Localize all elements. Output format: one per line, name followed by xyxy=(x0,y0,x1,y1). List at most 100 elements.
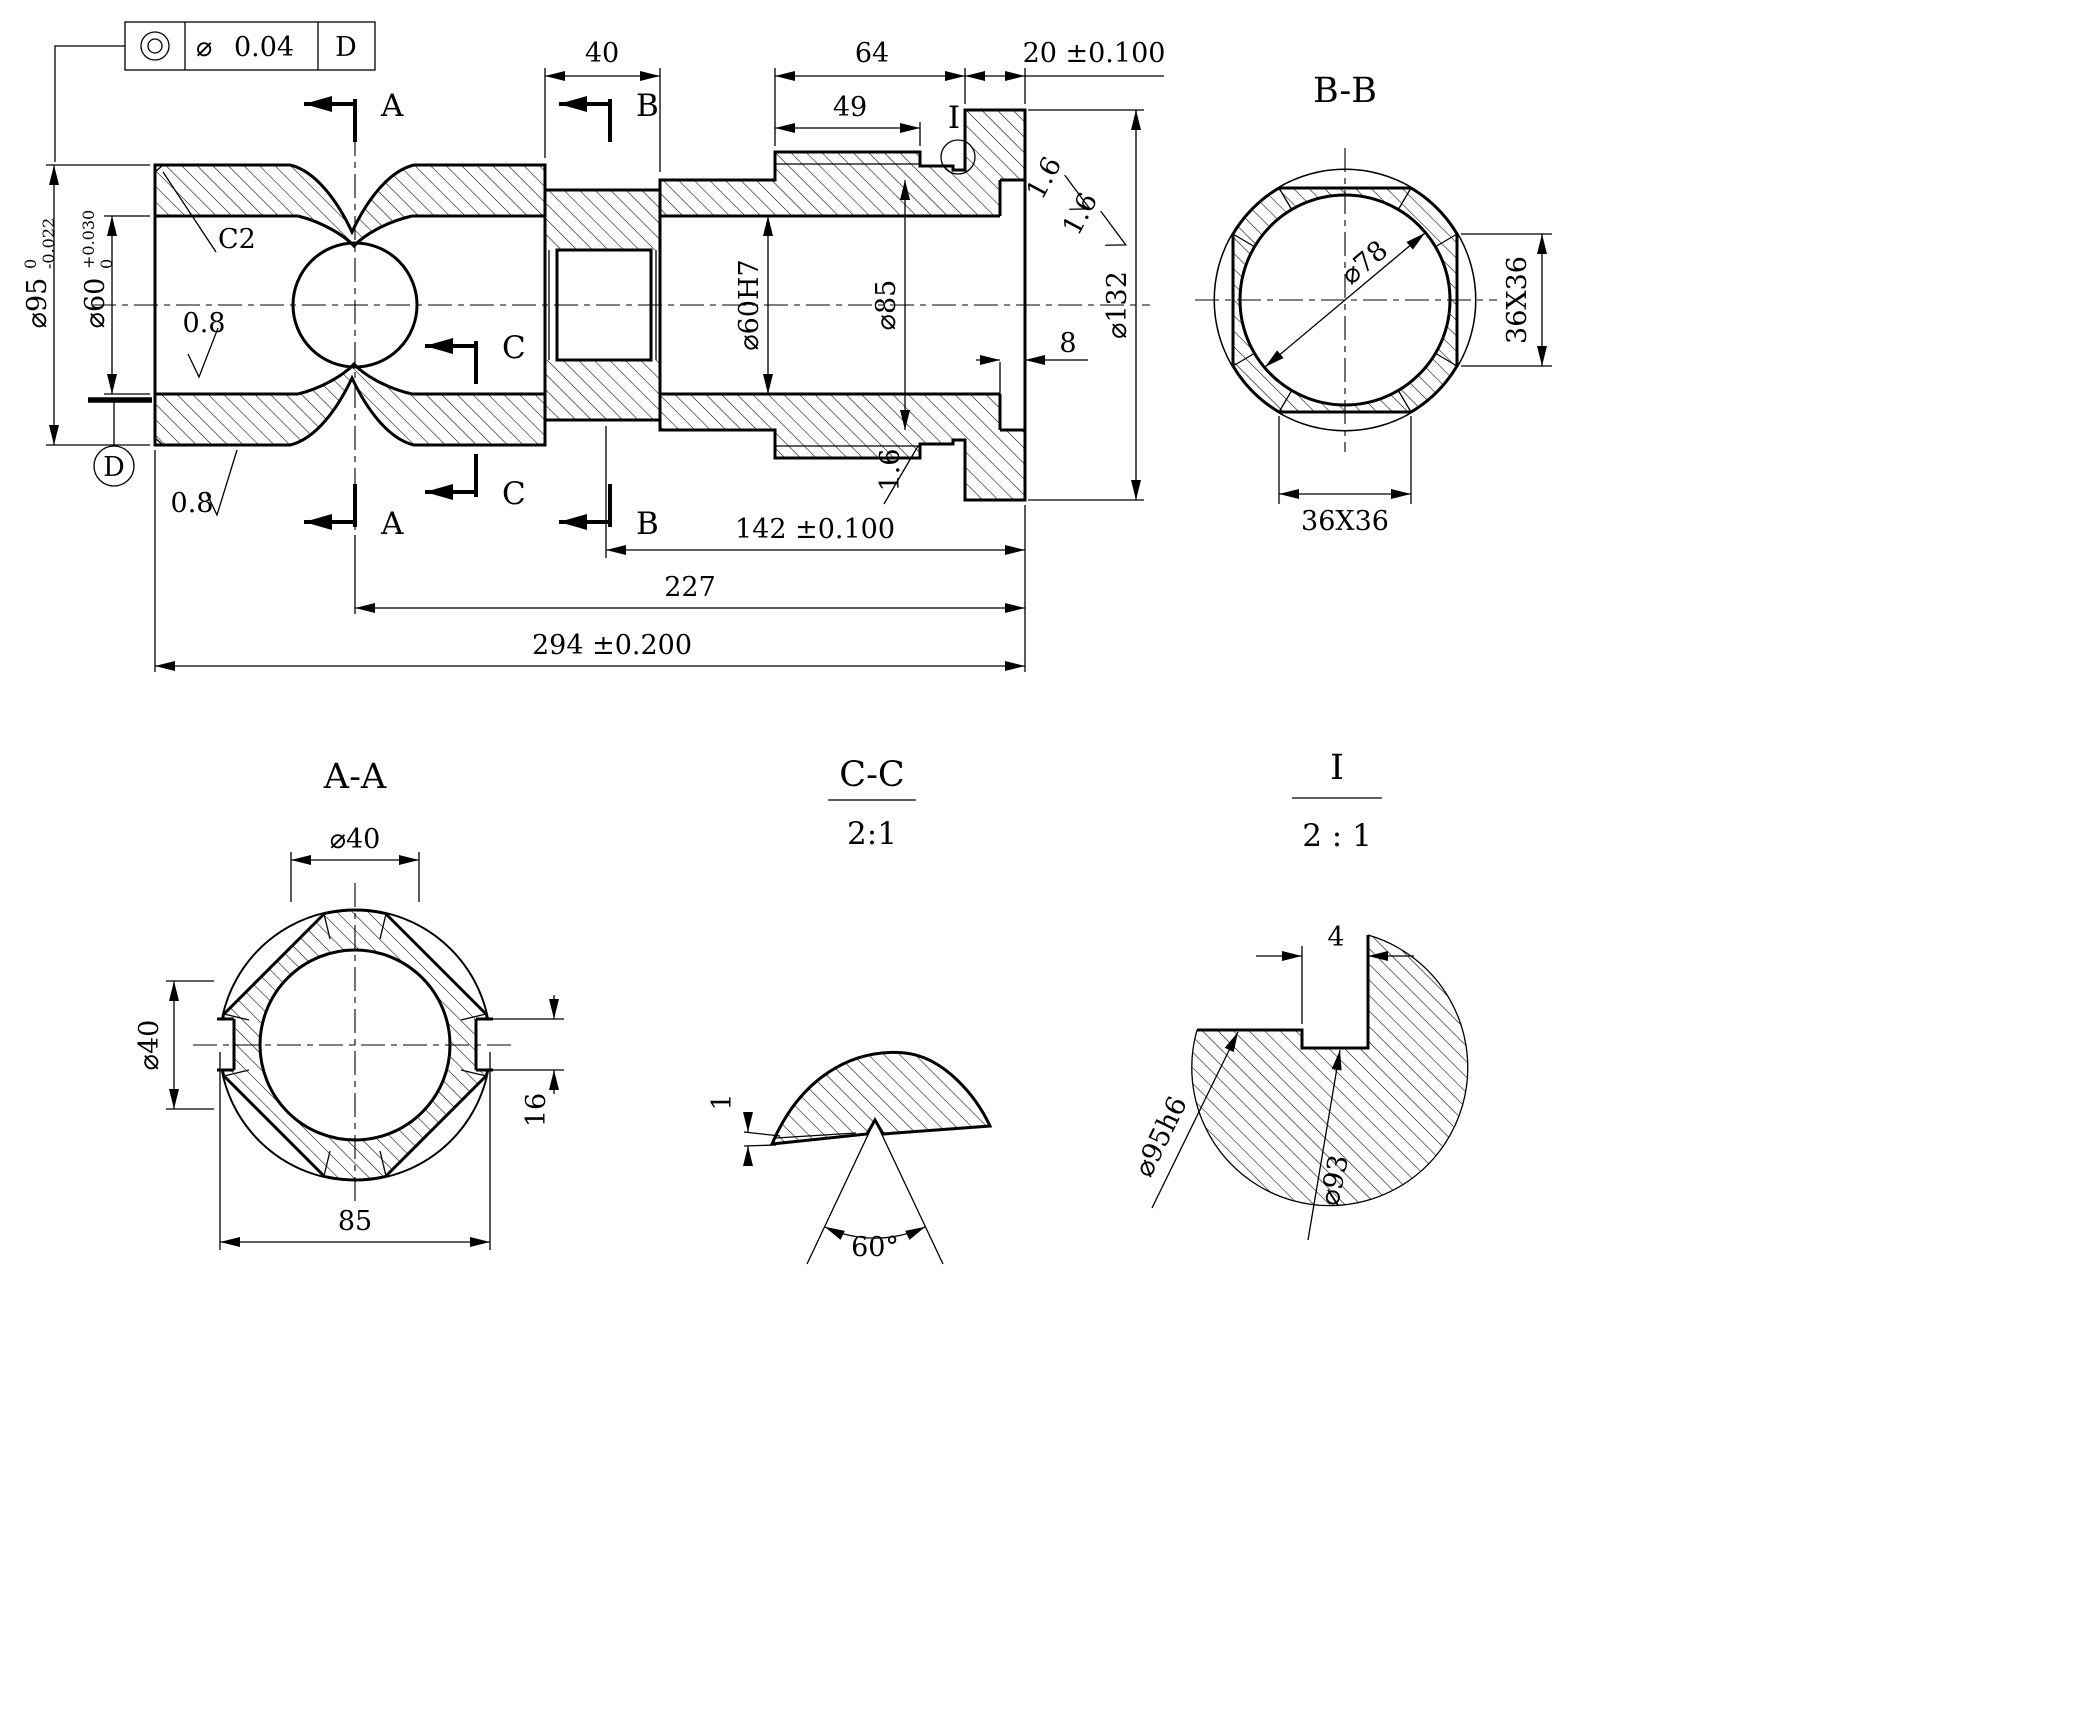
section-c-label: C xyxy=(502,330,526,366)
aa-flat-chord xyxy=(384,912,488,1016)
gdt-frame: ⌀ 0.04 D xyxy=(54,21,376,162)
detail-cc-scale: 2:1 xyxy=(847,816,897,852)
dim-4-text: 4 xyxy=(1327,922,1344,953)
gdt-datum-ref: D xyxy=(335,32,357,63)
ext-line xyxy=(743,1131,781,1137)
surface-finish-icon xyxy=(1064,174,1092,210)
section-a-label: A xyxy=(380,88,404,124)
hatch-top-right xyxy=(660,110,1025,216)
bb-flat-edge xyxy=(1397,389,1412,413)
roughness-0-8-text: 0.8 xyxy=(171,488,214,519)
gdt-tolerance: 0.04 xyxy=(234,32,294,63)
section-b-label: B xyxy=(636,88,659,124)
angle-60-text: 60° xyxy=(851,1232,899,1263)
i-profile xyxy=(1197,935,1370,1050)
pocket-arc-bottom xyxy=(297,361,413,396)
detail-i-scale: 2 : 1 xyxy=(1302,818,1372,854)
hatch-bottom-left xyxy=(155,364,545,445)
detail-i-circle xyxy=(940,139,976,175)
aa-flat-chord xyxy=(384,1074,488,1178)
dim-1-text: 1 xyxy=(707,1093,738,1110)
aa-flat-chord xyxy=(222,912,326,1016)
bb-flat-edge xyxy=(1232,233,1256,248)
detail-i-label: I xyxy=(948,100,960,136)
dim-1-label: 1 xyxy=(707,1093,738,1110)
dim-square-right-label: 36X36 xyxy=(1502,256,1533,344)
dim-line-dia78 xyxy=(1264,232,1426,368)
dim-dia132-label: ⌀132 xyxy=(1102,271,1133,339)
concentricity-icon xyxy=(140,31,170,61)
bb-flat-edge xyxy=(1434,233,1458,248)
dia60h7-text: ⌀60H7 xyxy=(734,259,765,350)
bb-flat-segment xyxy=(1215,234,1233,366)
chamfer-note: C2 xyxy=(218,224,256,255)
aa-flat-edge xyxy=(323,1150,331,1177)
detail-i-title: I xyxy=(1330,748,1344,788)
cc-ledge-line xyxy=(775,1132,857,1139)
detail-cc-view: C-C 2:1 1 60° xyxy=(707,755,993,1265)
roughness-1-6-mark: 1.6 xyxy=(875,449,906,492)
gdt-leader xyxy=(54,45,125,162)
bb-flat-edge xyxy=(1278,187,1293,211)
section-c-label: C xyxy=(502,476,526,512)
i-boundary-arc xyxy=(1191,934,1469,1207)
dim-dia95-label: ⌀95 0 -0.022 xyxy=(21,218,58,329)
dia93-leader xyxy=(1307,1049,1342,1241)
pocket-arc-top xyxy=(297,214,413,249)
dia60-upper-tol: +0.030 xyxy=(79,210,98,269)
dim-40-text: 40 xyxy=(585,38,619,69)
bb-flat-edge xyxy=(1232,352,1256,367)
aa-flat-edge xyxy=(379,913,387,940)
chamfer-leader xyxy=(162,171,217,253)
dia60-text: ⌀60 xyxy=(80,278,111,329)
hatch-bottom-right xyxy=(660,394,1025,500)
chamfer-edge xyxy=(154,437,164,446)
dim-49-text: 49 xyxy=(833,92,867,123)
concentricity-icon xyxy=(147,38,163,54)
dia60-lower-tol: 0 xyxy=(97,259,116,269)
dia85-text: ⌀85 xyxy=(871,280,902,331)
i-hatch xyxy=(1191,935,1468,1206)
dim-16-text: 16 xyxy=(521,1093,552,1127)
dim-dia60-label: ⌀60 +0.030 0 xyxy=(79,210,116,329)
surface-finish-icon xyxy=(187,327,219,379)
detail-i-view: I 2 : 1 4 ⌀95h6 ⌀93 xyxy=(1129,748,1469,1241)
shaft-outline xyxy=(153,108,1027,502)
dia95-text: ⌀95 xyxy=(22,278,53,329)
aa-flat-edge xyxy=(379,1150,387,1177)
aa-flat-edge xyxy=(323,913,331,940)
dim-dia60h7-label: ⌀60H7 xyxy=(734,259,765,350)
aa-flat-edge xyxy=(223,1013,250,1021)
detail-cc-title: C-C xyxy=(839,755,904,795)
aa-flat-edge xyxy=(460,1013,487,1021)
roughness-leader xyxy=(883,445,919,505)
dim-dia40-left-label: ⌀40 xyxy=(134,1020,165,1071)
bb-flat-edge xyxy=(1278,389,1293,413)
dia40-text: ⌀40 xyxy=(134,1020,165,1071)
square-36x36-text: 36X36 xyxy=(1301,506,1389,537)
dim-294-text: 294 ±0.200 xyxy=(532,630,692,661)
roughness-1-6-text: 1.6 xyxy=(875,449,906,492)
dia95h6-leader xyxy=(1151,1031,1239,1209)
dia95-upper-tol: 0 xyxy=(21,259,40,269)
section-bb-title: B-B xyxy=(1313,71,1377,111)
section-aa-view: A-A ⌀40 ⌀40 16 85 xyxy=(134,757,564,1250)
hatch-bottom-middle xyxy=(545,360,660,420)
dim-16-label: 16 xyxy=(521,1093,552,1127)
dim-227-text: 227 xyxy=(664,572,716,603)
section-a-label: A xyxy=(380,506,404,542)
angle-arc xyxy=(824,1226,926,1240)
dia40-text: ⌀40 xyxy=(330,824,381,855)
chamfer-edge xyxy=(154,164,164,173)
main-dimensions: 40 64 20 ±0.100 49 I ⌀95 0 -0.022 ⌀60 +0… xyxy=(21,38,1165,672)
section-aa-title: A-A xyxy=(323,757,387,797)
cc-outline xyxy=(769,1050,993,1146)
angle-leg xyxy=(874,1119,944,1265)
angle-leg xyxy=(806,1119,876,1265)
dim-dia85-label: ⌀85 xyxy=(871,280,902,331)
datum-circle xyxy=(93,445,135,487)
section-bb-view: B-B ⌀78 36X36 36X36 xyxy=(1195,71,1552,537)
